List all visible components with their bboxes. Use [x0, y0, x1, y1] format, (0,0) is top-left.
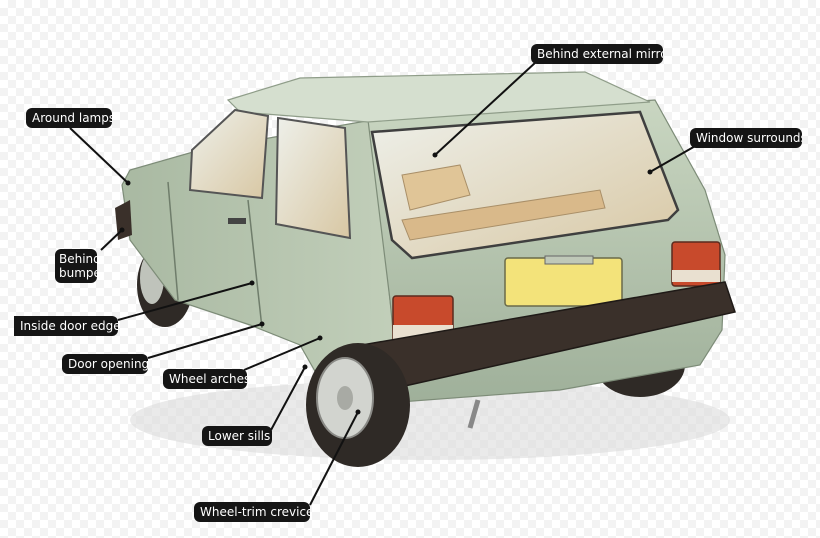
callout-behind-bumper-line1: Behind: [59, 252, 97, 266]
leader-lines: [69, 61, 698, 506]
tailgate-handle: [544, 255, 594, 265]
exhaust: [467, 399, 481, 429]
front-seat: [401, 164, 471, 211]
callout-around-lamps: Around lamps: [26, 108, 112, 128]
leader-wheel-arches: [243, 337, 321, 371]
side-window-rear: [274, 116, 352, 240]
callout-wheel-arches: Wheel arches: [163, 369, 247, 389]
side-window-front: [188, 108, 270, 200]
leader-lamps: [69, 127, 129, 184]
leader-bumper: [100, 229, 123, 251]
callout-lower-sills: Lower sills: [202, 426, 272, 446]
callout-behind-external-mirror: Behind external mirror: [531, 44, 663, 64]
front-bumper: [115, 200, 132, 240]
callout-behind-bumper: Behind bumper: [55, 249, 97, 283]
door-handle: [228, 218, 246, 224]
rear-seat: [401, 189, 606, 241]
leader-door-openings: [147, 323, 263, 359]
leader-door-edges: [117, 282, 253, 321]
number-plate: [504, 257, 623, 307]
car-shadow: [130, 380, 730, 460]
door-seam: [167, 181, 263, 329]
callout-door-openings: Door openings: [62, 354, 148, 374]
callout-behind-bumper-line2: bumper: [59, 266, 97, 280]
callout-inside-door-edges: Inside door edges: [14, 316, 118, 336]
leader-wheel-trim: [309, 411, 359, 506]
leader-windows: [649, 144, 698, 173]
near-rear-wheel: [306, 343, 410, 467]
leader-mirror: [434, 61, 537, 156]
leader-dots: [119, 152, 653, 415]
right-tail-light-lens: [672, 270, 720, 282]
callout-wheel-trim-crevices: Wheel-trim crevices: [194, 502, 310, 522]
callout-window-surrounds: Window surrounds: [690, 128, 802, 148]
leader-sills: [270, 366, 306, 431]
